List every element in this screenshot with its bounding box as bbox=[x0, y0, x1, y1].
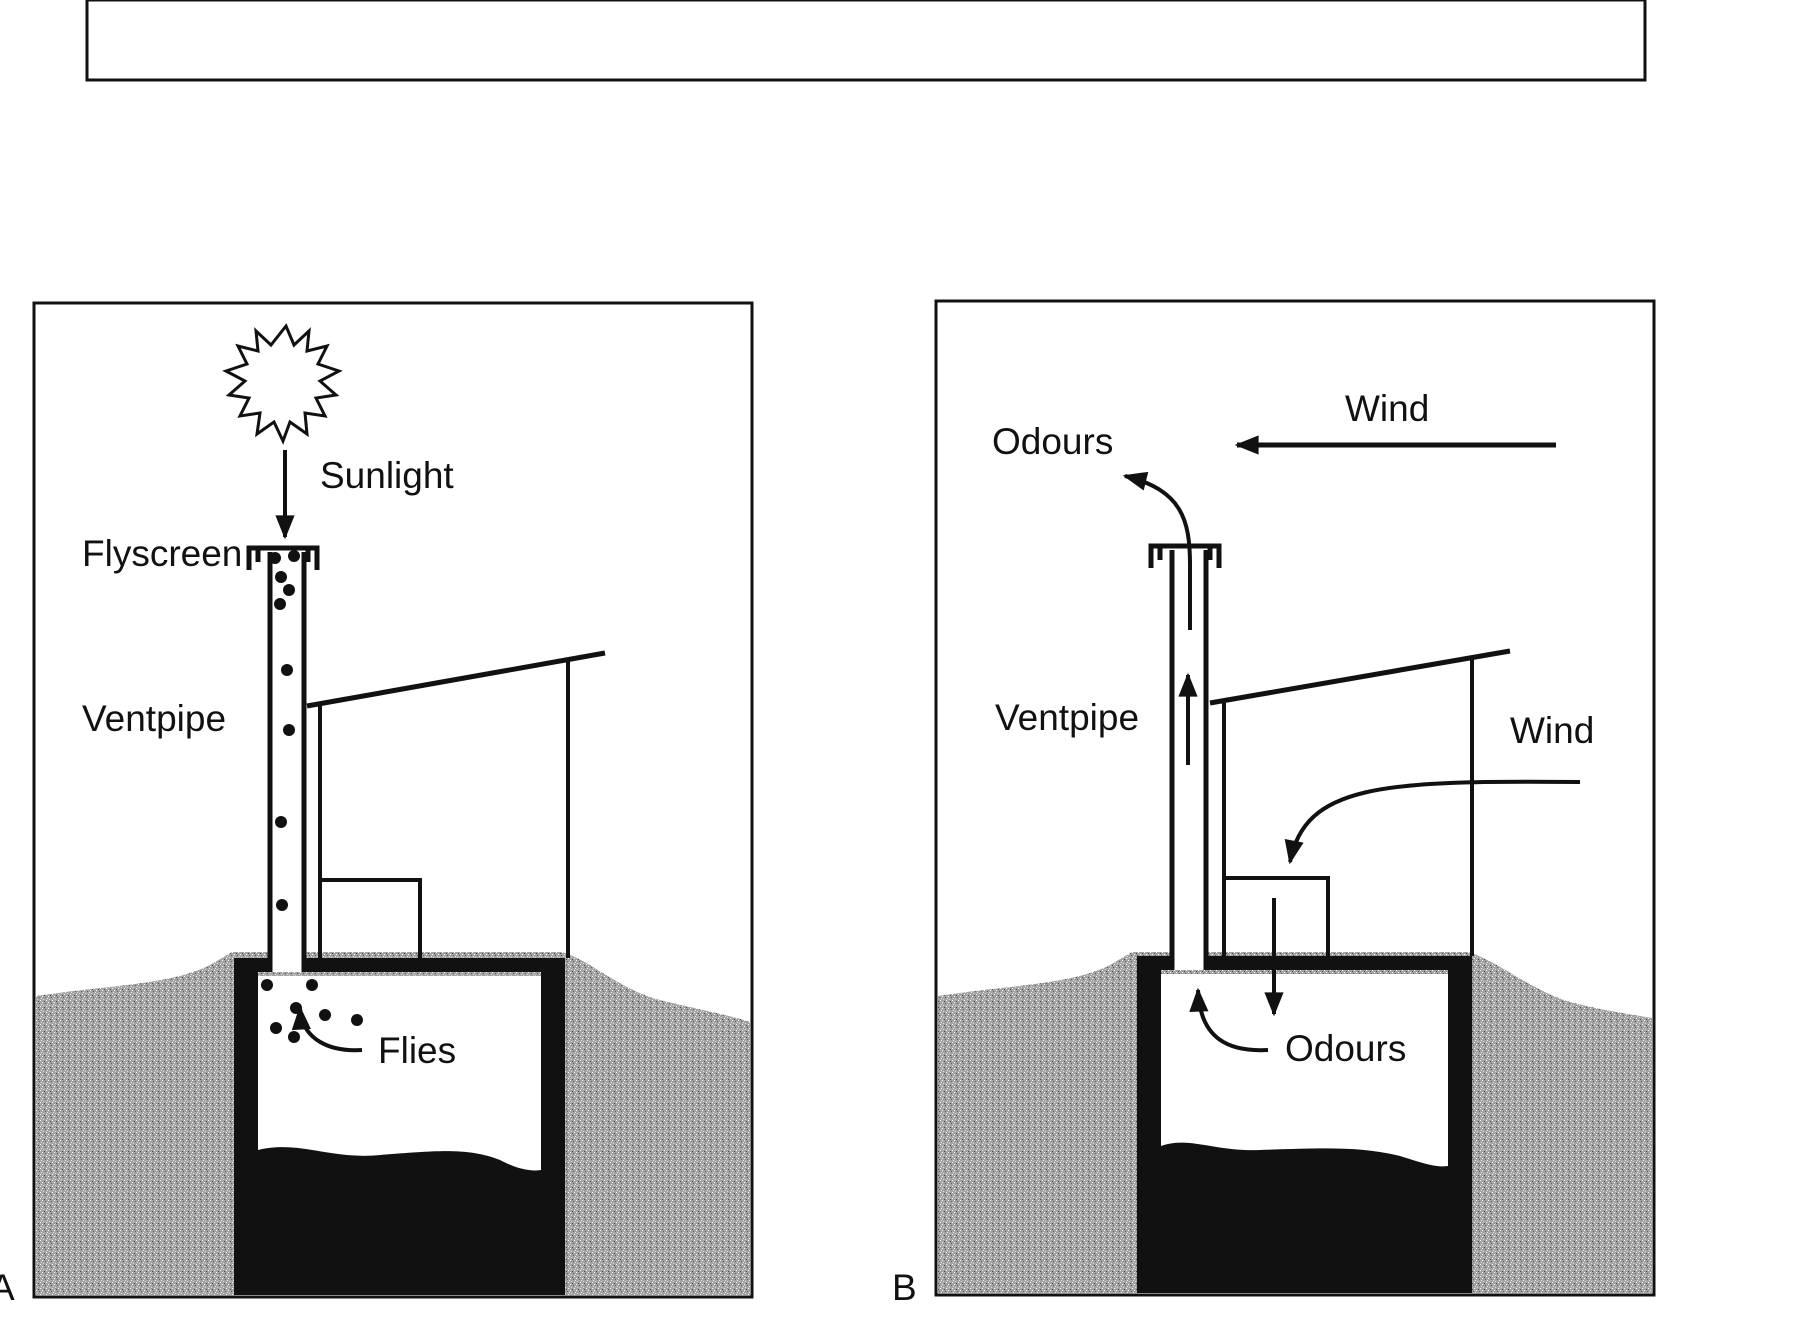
wind-top-label: Wind bbox=[1345, 388, 1429, 429]
sunlight-label: Sunlight bbox=[320, 455, 454, 496]
panel-a-roof bbox=[306, 650, 606, 709]
panel-a-ventpipe-label: Ventpipe bbox=[82, 698, 226, 739]
panel-b-pit-wall-left bbox=[1137, 966, 1161, 1293]
panel-b-letter: B bbox=[892, 1267, 917, 1308]
panel-a-pit-sludge bbox=[258, 1147, 541, 1295]
panel-b-roof bbox=[1209, 648, 1511, 706]
odours-pit-arrow bbox=[1189, 987, 1269, 1053]
panel-a-seat bbox=[322, 878, 422, 958]
panel-a-pit-wall-right bbox=[541, 968, 565, 1295]
panel-a-letter: A bbox=[0, 1267, 15, 1308]
flies-arrow bbox=[291, 1005, 363, 1053]
odours-exit-arrow bbox=[1122, 471, 1192, 566]
panel-b-slab bbox=[1137, 956, 1472, 970]
odours-pit-label: Odours bbox=[1285, 1028, 1406, 1069]
panel-a-frame bbox=[32, 301, 754, 1299]
flyscreen-label: Flyscreen bbox=[82, 533, 242, 574]
flies-label: Flies bbox=[378, 1030, 456, 1071]
panel-a-ventpipe-interior bbox=[270, 552, 304, 972]
top-frame-box bbox=[85, 0, 1647, 82]
panel-b-seat bbox=[1226, 876, 1330, 956]
panel-b-pit-sludge bbox=[1161, 1142, 1448, 1293]
panel-b: Odours Wind Ventpipe Wind Odours B bbox=[892, 299, 1656, 1308]
side-wind-arrow bbox=[1284, 779, 1581, 865]
panel-a-pit-wall-left bbox=[234, 968, 258, 1295]
panel-b-ventpipe-label: Ventpipe bbox=[995, 697, 1139, 738]
sun-icon bbox=[222, 323, 343, 445]
panel-b-frame bbox=[934, 299, 1656, 1297]
panel-b-pit-wall-right bbox=[1448, 966, 1472, 1293]
panel-a-flyscreen-cap bbox=[246, 545, 320, 570]
odours-top-label: Odours bbox=[992, 421, 1113, 462]
panel-a: Sunlight Flyscreen Ventpipe Flies A bbox=[0, 301, 754, 1308]
panel-a-slab bbox=[234, 958, 565, 972]
panel-b-flyscreen-cap bbox=[1148, 543, 1222, 568]
wind-side-label: Wind bbox=[1510, 710, 1594, 751]
